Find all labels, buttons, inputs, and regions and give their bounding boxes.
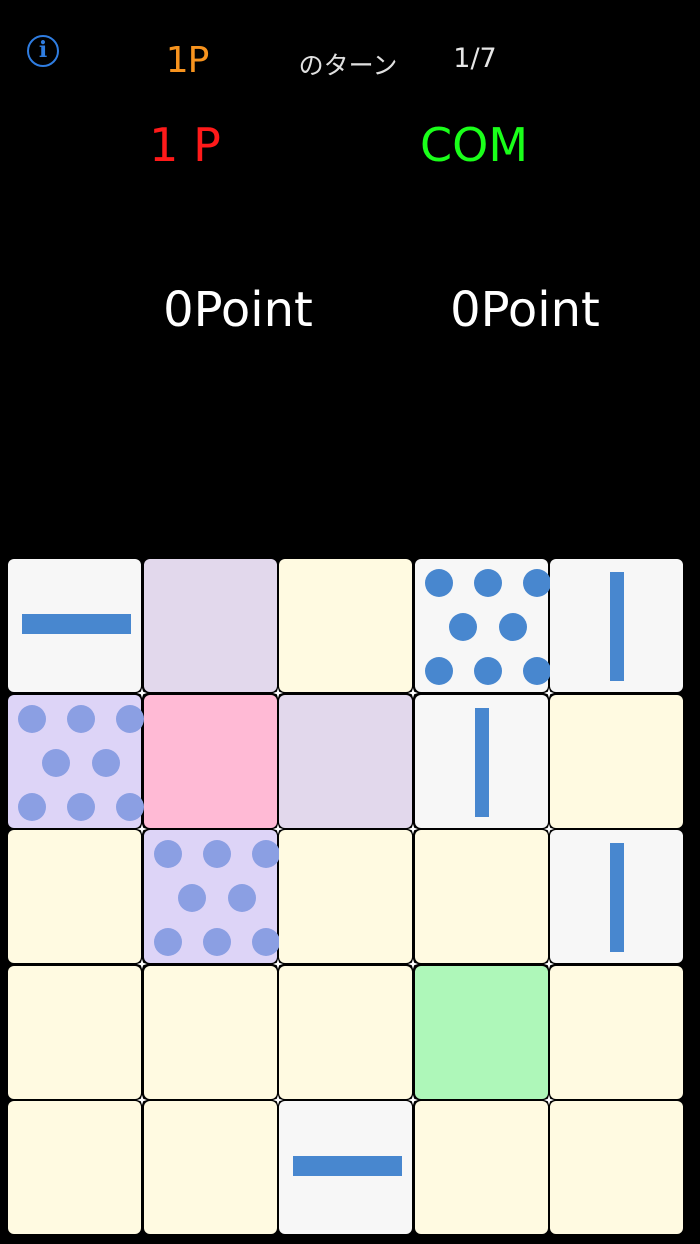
board-cell[interactable]	[415, 695, 548, 828]
grid-sparkle-icon	[408, 824, 418, 834]
player-com-name: COM	[419, 118, 529, 172]
grid-sparkle-icon	[137, 1095, 147, 1105]
dot-mark	[425, 657, 453, 685]
board-cell[interactable]	[279, 966, 412, 1099]
dot-mark	[92, 749, 120, 777]
board-cell[interactable]	[279, 695, 412, 828]
dot-mark	[523, 569, 551, 597]
board-cell[interactable]	[279, 830, 412, 963]
player-com-score: 0Point	[450, 282, 600, 338]
dot-mark	[116, 705, 144, 733]
board-cell[interactable]	[144, 966, 277, 1099]
dot-mark	[425, 569, 453, 597]
dot-mark	[474, 657, 502, 685]
board-cell[interactable]	[279, 1101, 412, 1234]
board-cell[interactable]	[415, 966, 548, 1099]
vertical-bar-mark	[610, 843, 624, 952]
board-cell[interactable]	[550, 695, 683, 828]
turn-label: のターン	[298, 51, 398, 80]
grid-sparkle-icon	[137, 824, 147, 834]
grid-sparkle-icon	[408, 1095, 418, 1105]
board-cell[interactable]	[279, 559, 412, 692]
dot-mark	[449, 613, 477, 641]
grid-sparkle-icon	[544, 1095, 554, 1105]
dot-mark	[154, 840, 182, 868]
dot-mark	[18, 793, 46, 821]
board-cell[interactable]	[415, 559, 551, 692]
board-cell[interactable]	[8, 695, 144, 828]
board-cell[interactable]	[8, 966, 141, 1099]
board-cell[interactable]	[144, 559, 277, 692]
grid-sparkle-icon	[137, 959, 147, 969]
dot-mark	[154, 928, 182, 956]
dot-mark	[252, 840, 280, 868]
dot-mark	[42, 749, 70, 777]
board-cell[interactable]	[550, 559, 683, 692]
board-cell[interactable]	[550, 1101, 683, 1234]
dot-mark	[203, 928, 231, 956]
dot-mark	[67, 705, 95, 733]
board-cell[interactable]	[415, 830, 548, 963]
grid-sparkle-icon	[273, 824, 283, 834]
grid-sparkle-icon	[408, 959, 418, 969]
board-cell[interactable]	[415, 1101, 548, 1234]
board-cell[interactable]	[144, 830, 280, 963]
horizontal-bar-mark	[293, 1156, 402, 1176]
player-1-name: 1 P	[149, 118, 221, 172]
dot-mark	[252, 928, 280, 956]
board-cell[interactable]	[8, 1101, 141, 1234]
grid-sparkle-icon	[544, 688, 554, 698]
board-cell[interactable]	[144, 695, 277, 828]
board-cell[interactable]	[8, 830, 141, 963]
board-cell[interactable]	[550, 966, 683, 1099]
horizontal-bar-mark	[22, 614, 131, 634]
grid-sparkle-icon	[273, 688, 283, 698]
dot-mark	[203, 840, 231, 868]
turn-counter: 1/7	[453, 43, 497, 74]
dot-mark	[67, 793, 95, 821]
grid-sparkle-icon	[408, 688, 418, 698]
game-board	[8, 559, 685, 1236]
vertical-bar-mark	[610, 572, 624, 681]
dot-mark	[228, 884, 256, 912]
dot-mark	[499, 613, 527, 641]
dot-mark	[18, 705, 46, 733]
board-cell[interactable]	[144, 1101, 277, 1234]
dot-mark	[116, 793, 144, 821]
dot-mark	[178, 884, 206, 912]
vertical-bar-mark	[475, 708, 489, 817]
dot-mark	[523, 657, 551, 685]
player-1-score: 0Point	[163, 282, 313, 338]
dot-mark	[474, 569, 502, 597]
board-cell[interactable]	[8, 559, 141, 692]
grid-sparkle-icon	[273, 1095, 283, 1105]
grid-sparkle-icon	[137, 688, 147, 698]
current-turn-player: 1P	[165, 40, 210, 81]
grid-sparkle-icon	[273, 959, 283, 969]
board-cell[interactable]	[550, 830, 683, 963]
grid-sparkle-icon	[544, 824, 554, 834]
info-icon[interactable]: i	[27, 35, 59, 67]
grid-sparkle-icon	[544, 959, 554, 969]
